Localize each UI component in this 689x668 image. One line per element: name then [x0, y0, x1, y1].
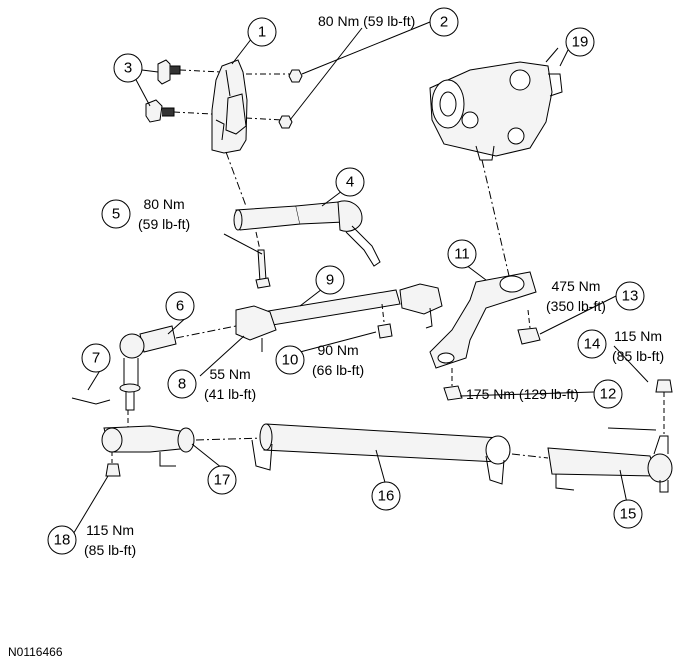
torque-spec-14: 115 Nm (85 lb-ft) — [612, 326, 664, 366]
torque-spec-12-text: 175 Nm (129 lb-ft) — [466, 386, 579, 402]
torque-spec-8-nm: 55 Nm — [209, 366, 251, 382]
torque-spec-10-lbft: (66 lb-ft) — [312, 362, 365, 378]
callout-8: 8 — [178, 376, 186, 393]
torque-spec-10-nm: 90 Nm — [317, 342, 359, 358]
steering-damper — [233, 200, 381, 267]
torque-spec-5-nm: 80 Nm — [143, 196, 185, 212]
torque-spec-13-nm: 475 Nm — [551, 278, 601, 294]
callout-1: 1 — [258, 24, 266, 41]
left-tie-rod-lower-nut — [105, 463, 121, 477]
torque-spec-8: 55 Nm (41 lb-ft) — [204, 364, 256, 404]
torque-spec-2: 80 Nm (59 lb-ft) — [318, 11, 415, 31]
callout-15: 15 — [620, 506, 637, 523]
bolt-upper — [157, 59, 181, 85]
drag-link-nut — [377, 323, 393, 339]
callout-circle-5 — [101, 199, 131, 229]
callout-circle-16 — [371, 481, 401, 511]
right-tie-rod-upper-nut — [655, 379, 673, 393]
damper-bolt — [255, 249, 271, 289]
callout-18: 18 — [54, 532, 71, 549]
callout-16: 16 — [378, 488, 395, 505]
callout-circle-8 — [167, 369, 197, 399]
pitman-lower-nut — [443, 385, 463, 401]
callout-12: 12 — [600, 386, 617, 403]
torque-spec-18: 115 Nm (85 lb-ft) — [84, 520, 136, 560]
callout-circle-14 — [577, 329, 607, 359]
callout-14: 14 — [584, 336, 601, 353]
document-id: N0116466 — [8, 645, 63, 659]
callout-circle-6 — [165, 291, 195, 321]
nut-lower — [278, 115, 293, 129]
callout-11: 11 — [454, 246, 470, 263]
torque-spec-14-lbft: (85 lb-ft) — [612, 348, 665, 364]
torque-spec-2-text: 80 Nm (59 lb-ft) — [318, 13, 416, 29]
nut-upper — [288, 69, 303, 83]
tie-rod-tube — [251, 423, 511, 485]
callout-13: 13 — [622, 288, 639, 305]
callout-3: 3 — [124, 60, 132, 77]
bolt-lower — [145, 99, 175, 123]
callout-circle-19 — [565, 27, 595, 57]
callout-19: 19 — [572, 34, 589, 51]
torque-spec-12: 175 Nm (129 lb-ft) — [466, 384, 579, 404]
callout-4: 4 — [346, 174, 354, 191]
torque-spec-8-lbft: (41 lb-ft) — [204, 386, 257, 402]
callout-circle-11 — [447, 239, 477, 269]
callout-circle-2 — [429, 7, 459, 37]
callout-circle-18 — [47, 525, 77, 555]
callout-17: 17 — [214, 472, 231, 489]
callout-circle-12 — [593, 379, 623, 409]
torque-spec-18-lbft: (85 lb-ft) — [84, 542, 137, 558]
callout-circle-9 — [315, 265, 345, 295]
callout-2: 2 — [440, 14, 448, 31]
callout-circle-17 — [207, 465, 237, 495]
callout-7: 7 — [92, 350, 100, 367]
right-tie-rod-end — [547, 435, 673, 493]
torque-spec-13-lbft: (350 lb-ft) — [546, 298, 606, 314]
callout-circle-4 — [335, 167, 365, 197]
bracket-part — [211, 59, 248, 154]
torque-spec-5-lbft: (59 lb-ft) — [138, 216, 191, 232]
torque-spec-5: 80 Nm (59 lb-ft) — [138, 194, 190, 234]
callout-circle-1 — [247, 17, 277, 47]
steering-gear — [429, 61, 563, 161]
callout-10: 10 — [282, 352, 299, 369]
callout-circle-3 — [113, 53, 143, 83]
pitman-arm — [429, 271, 537, 369]
callout-circle-10 — [275, 345, 305, 375]
callout-circle-15 — [613, 499, 643, 529]
pitman-nut — [517, 327, 541, 345]
callout-9: 9 — [326, 272, 334, 289]
torque-spec-14-nm: 115 Nm — [614, 328, 663, 344]
callout-circle-7 — [81, 343, 111, 373]
torque-spec-18-nm: 115 Nm — [86, 522, 135, 538]
left-tie-rod-end — [101, 425, 195, 467]
callout-5: 5 — [112, 206, 120, 223]
callout-circle-13 — [615, 281, 645, 311]
drag-link — [235, 283, 443, 352]
callout-6: 6 — [176, 298, 184, 315]
torque-spec-13: 475 Nm (350 lb-ft) — [546, 276, 606, 316]
left-ball-joint — [119, 325, 177, 411]
torque-spec-10: 90 Nm (66 lb-ft) — [312, 340, 364, 380]
